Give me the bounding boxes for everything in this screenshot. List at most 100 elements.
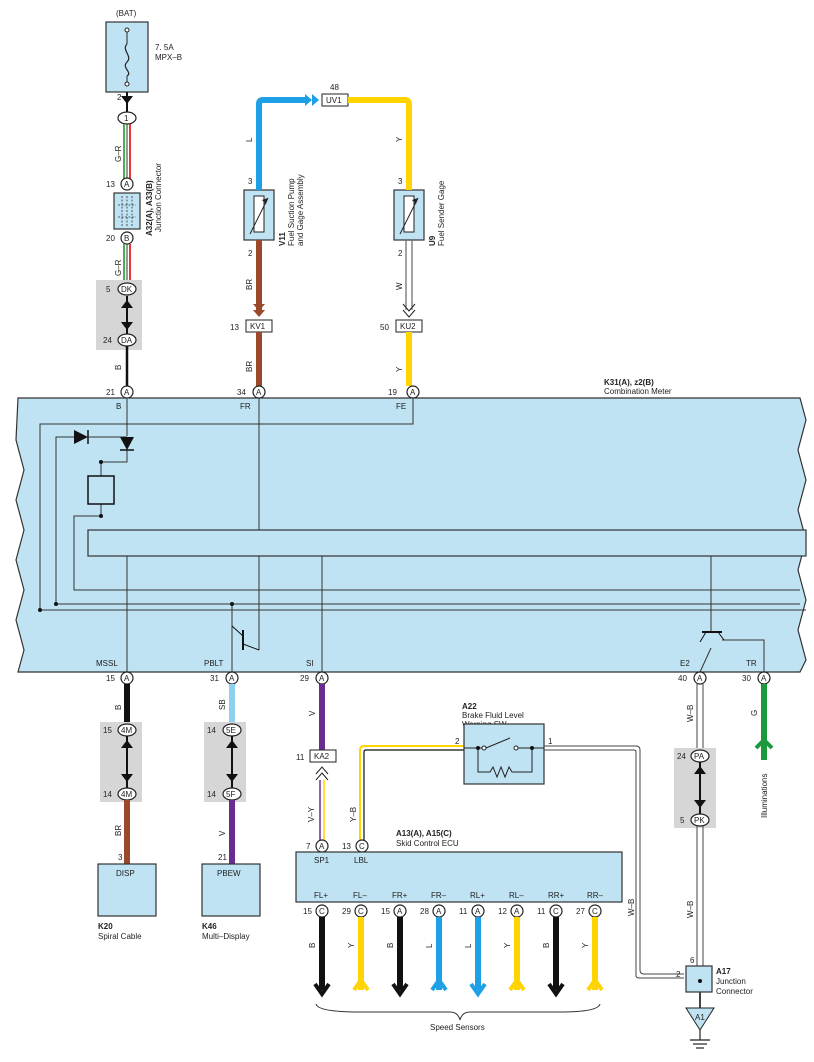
svg-text:A: A: [410, 388, 416, 397]
svg-text:50: 50: [380, 323, 389, 332]
diode-icon-1: [74, 430, 88, 444]
ecu-pin-connector-id: C: [358, 907, 364, 916]
speed-sensors-brace: [315, 1003, 601, 1021]
k20-name: Spiral Cable: [98, 932, 142, 941]
a17-name2: Connector: [716, 987, 753, 996]
svg-text:FR: FR: [240, 402, 251, 411]
ecu-pin-number: 11: [537, 907, 546, 916]
meter-name: Combination Meter: [604, 387, 672, 396]
a22-code: A22: [462, 702, 477, 711]
svg-text:C: C: [359, 842, 365, 851]
svg-text:5: 5: [680, 816, 685, 825]
svg-text:MSSL: MSSL: [96, 659, 118, 668]
illuminations-label: Illuminations: [760, 774, 769, 818]
fuse-pin: 2: [117, 93, 122, 102]
svg-text:A: A: [124, 388, 130, 397]
svg-text:V: V: [218, 830, 227, 836]
fuse-icon: [124, 43, 130, 77]
svg-text:34: 34: [237, 388, 246, 397]
relay-coil: [87, 475, 115, 505]
svg-text:SP1: SP1: [314, 856, 330, 865]
svg-text:24: 24: [103, 336, 112, 345]
svg-text:A: A: [319, 842, 325, 851]
speed-sensor-wire-color: L: [425, 943, 434, 948]
svg-text:BR: BR: [245, 361, 254, 372]
svg-text:15: 15: [106, 674, 115, 683]
ecu-pin-number: 15: [303, 907, 312, 916]
svg-text:FE: FE: [396, 402, 406, 411]
svg-text:PK: PK: [694, 816, 705, 825]
a17-code: A17: [716, 967, 731, 976]
svg-text:4M: 4M: [121, 790, 132, 799]
ecu-terminal-label: RL+: [470, 891, 485, 900]
ecu-terminal-label: RR+: [548, 891, 565, 900]
svg-text:2: 2: [398, 249, 403, 258]
svg-text:DA: DA: [121, 336, 133, 345]
svg-text:KU2: KU2: [400, 322, 416, 331]
ecu-pin-number: 11: [459, 907, 468, 916]
bat-label: (BAT): [116, 9, 137, 18]
svg-text:31: 31: [210, 674, 219, 683]
svg-text:6: 6: [690, 956, 695, 965]
k46-multi-display: [201, 863, 261, 917]
ground-point-a1: [685, 1007, 715, 1031]
speed-sensors-label: Speed Sensors: [430, 1023, 485, 1032]
v11-code: V11: [278, 232, 287, 246]
svg-text:G: G: [750, 710, 759, 716]
svg-text:B: B: [116, 402, 121, 411]
svg-text:3: 3: [398, 177, 403, 186]
svg-text:14: 14: [103, 790, 112, 799]
v11-name2: and Gage Assembly: [296, 174, 305, 246]
svg-text:PBEW: PBEW: [217, 869, 241, 878]
svg-text:KA2: KA2: [314, 752, 330, 761]
k20-code: K20: [98, 922, 113, 931]
svg-text:4M: 4M: [121, 726, 132, 735]
jc-name: Junction Connector: [154, 163, 163, 232]
svg-text:14: 14: [207, 790, 216, 799]
ecu-terminal-label: RR–: [587, 891, 604, 900]
speed-sensor-arrow: [430, 976, 448, 992]
speed-sensor-arrow: [469, 982, 487, 998]
svg-text:Y: Y: [395, 366, 404, 372]
svg-text:BR: BR: [114, 825, 123, 836]
svg-text:48: 48: [330, 83, 339, 92]
speed-sensor-wire-color: L: [464, 943, 473, 948]
u9-name: Fuel Sender Gage: [437, 180, 446, 246]
ecu-terminal-label: RL–: [509, 891, 524, 900]
svg-text:13: 13: [230, 323, 239, 332]
svg-text:A: A: [697, 674, 703, 683]
k20-spiral-cable: [97, 863, 157, 917]
svg-text:W: W: [395, 282, 404, 290]
svg-text:24: 24: [677, 752, 686, 761]
ecu-pin-number: 15: [381, 907, 390, 916]
svg-text:40: 40: [678, 674, 687, 683]
svg-text:A: A: [256, 388, 262, 397]
wire-l: [256, 97, 305, 178]
svg-text:1: 1: [124, 114, 129, 123]
speed-sensor-wire-color: Y: [503, 942, 512, 948]
ecu-pin-connector-id: C: [319, 907, 325, 916]
u9-code: U9: [428, 235, 437, 246]
svg-text:E2: E2: [680, 659, 690, 668]
svg-text:14: 14: [207, 726, 216, 735]
ecu-pin-connector-id: C: [592, 907, 598, 916]
svg-text:3: 3: [248, 177, 253, 186]
svg-text:W–B: W–B: [627, 899, 636, 916]
svg-text:29: 29: [300, 674, 309, 683]
ecu-terminal-label: FR+: [392, 891, 408, 900]
svg-text:5F: 5F: [226, 790, 235, 799]
meter-code: K31(A), z2(B): [604, 378, 654, 387]
fuse-name: MPX–B: [155, 53, 182, 62]
svg-text:2: 2: [248, 249, 253, 258]
speed-sensor-wire-color: Y: [581, 942, 590, 948]
ecu-pin-number: 27: [576, 907, 585, 916]
svg-text:LBL: LBL: [354, 856, 369, 865]
svg-text:13: 13: [342, 842, 351, 851]
svg-text:B: B: [114, 365, 123, 370]
svg-text:G–R: G–R: [114, 259, 123, 276]
ecu-pin-number: 29: [342, 907, 351, 916]
svg-text:2: 2: [676, 970, 681, 979]
ecu-pin-connector-id: A: [436, 907, 442, 916]
